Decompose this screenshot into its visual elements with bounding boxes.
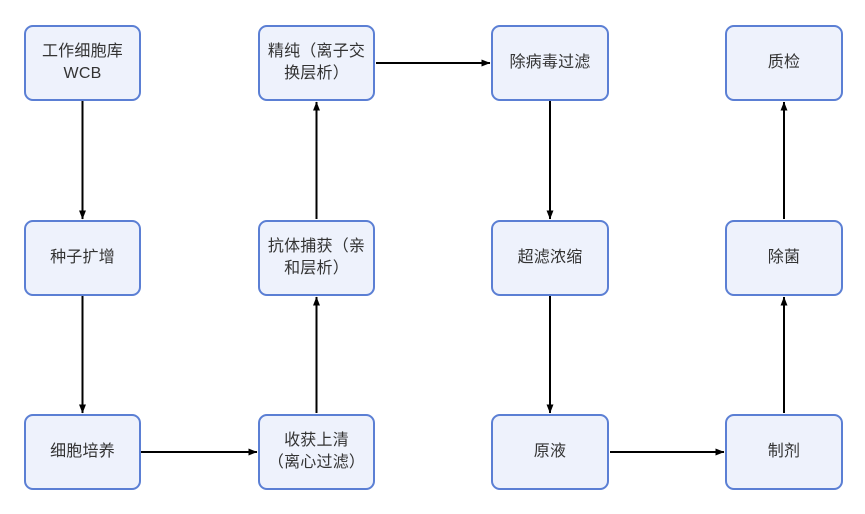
node-label-uf: 超滤浓缩 bbox=[517, 249, 583, 267]
edges-group bbox=[79, 59, 788, 456]
node-capture[interactable]: 抗体捕获（亲 和层析） bbox=[258, 220, 375, 296]
node-label-sterile: 除菌 bbox=[767, 249, 801, 267]
node-formulate[interactable]: 制剂 bbox=[725, 414, 843, 490]
node-wcb[interactable]: 工作细胞库 WCB bbox=[24, 25, 141, 101]
node-culture[interactable]: 细胞培养 bbox=[24, 414, 141, 490]
node-label-formulate: 制剂 bbox=[767, 443, 801, 461]
node-sterile[interactable]: 除菌 bbox=[725, 220, 843, 296]
node-label-culture: 细胞培养 bbox=[50, 443, 115, 461]
node-label-capture: 抗体捕获（亲 和层析） bbox=[267, 238, 366, 277]
node-viral[interactable]: 除病毒过滤 bbox=[491, 25, 609, 101]
node-label-wcb: 工作细胞库 WCB bbox=[41, 43, 123, 82]
node-qc[interactable]: 质检 bbox=[725, 25, 843, 101]
node-polish[interactable]: 精纯（离子交 换层析） bbox=[258, 25, 375, 101]
node-label-polish: 精纯（离子交 换层析） bbox=[267, 43, 366, 82]
node-label-seed: 种子扩增 bbox=[50, 249, 115, 267]
node-seed[interactable]: 种子扩增 bbox=[24, 220, 141, 296]
node-label-viral: 除病毒过滤 bbox=[509, 54, 591, 72]
node-uf[interactable]: 超滤浓缩 bbox=[491, 220, 609, 296]
node-bulk[interactable]: 原液 bbox=[491, 414, 609, 490]
node-label-bulk: 原液 bbox=[533, 443, 567, 461]
node-label-qc: 质检 bbox=[767, 54, 801, 72]
node-label-harvest: 收获上清 （离心过滤） bbox=[267, 432, 366, 471]
node-harvest[interactable]: 收获上清 （离心过滤） bbox=[258, 414, 375, 490]
